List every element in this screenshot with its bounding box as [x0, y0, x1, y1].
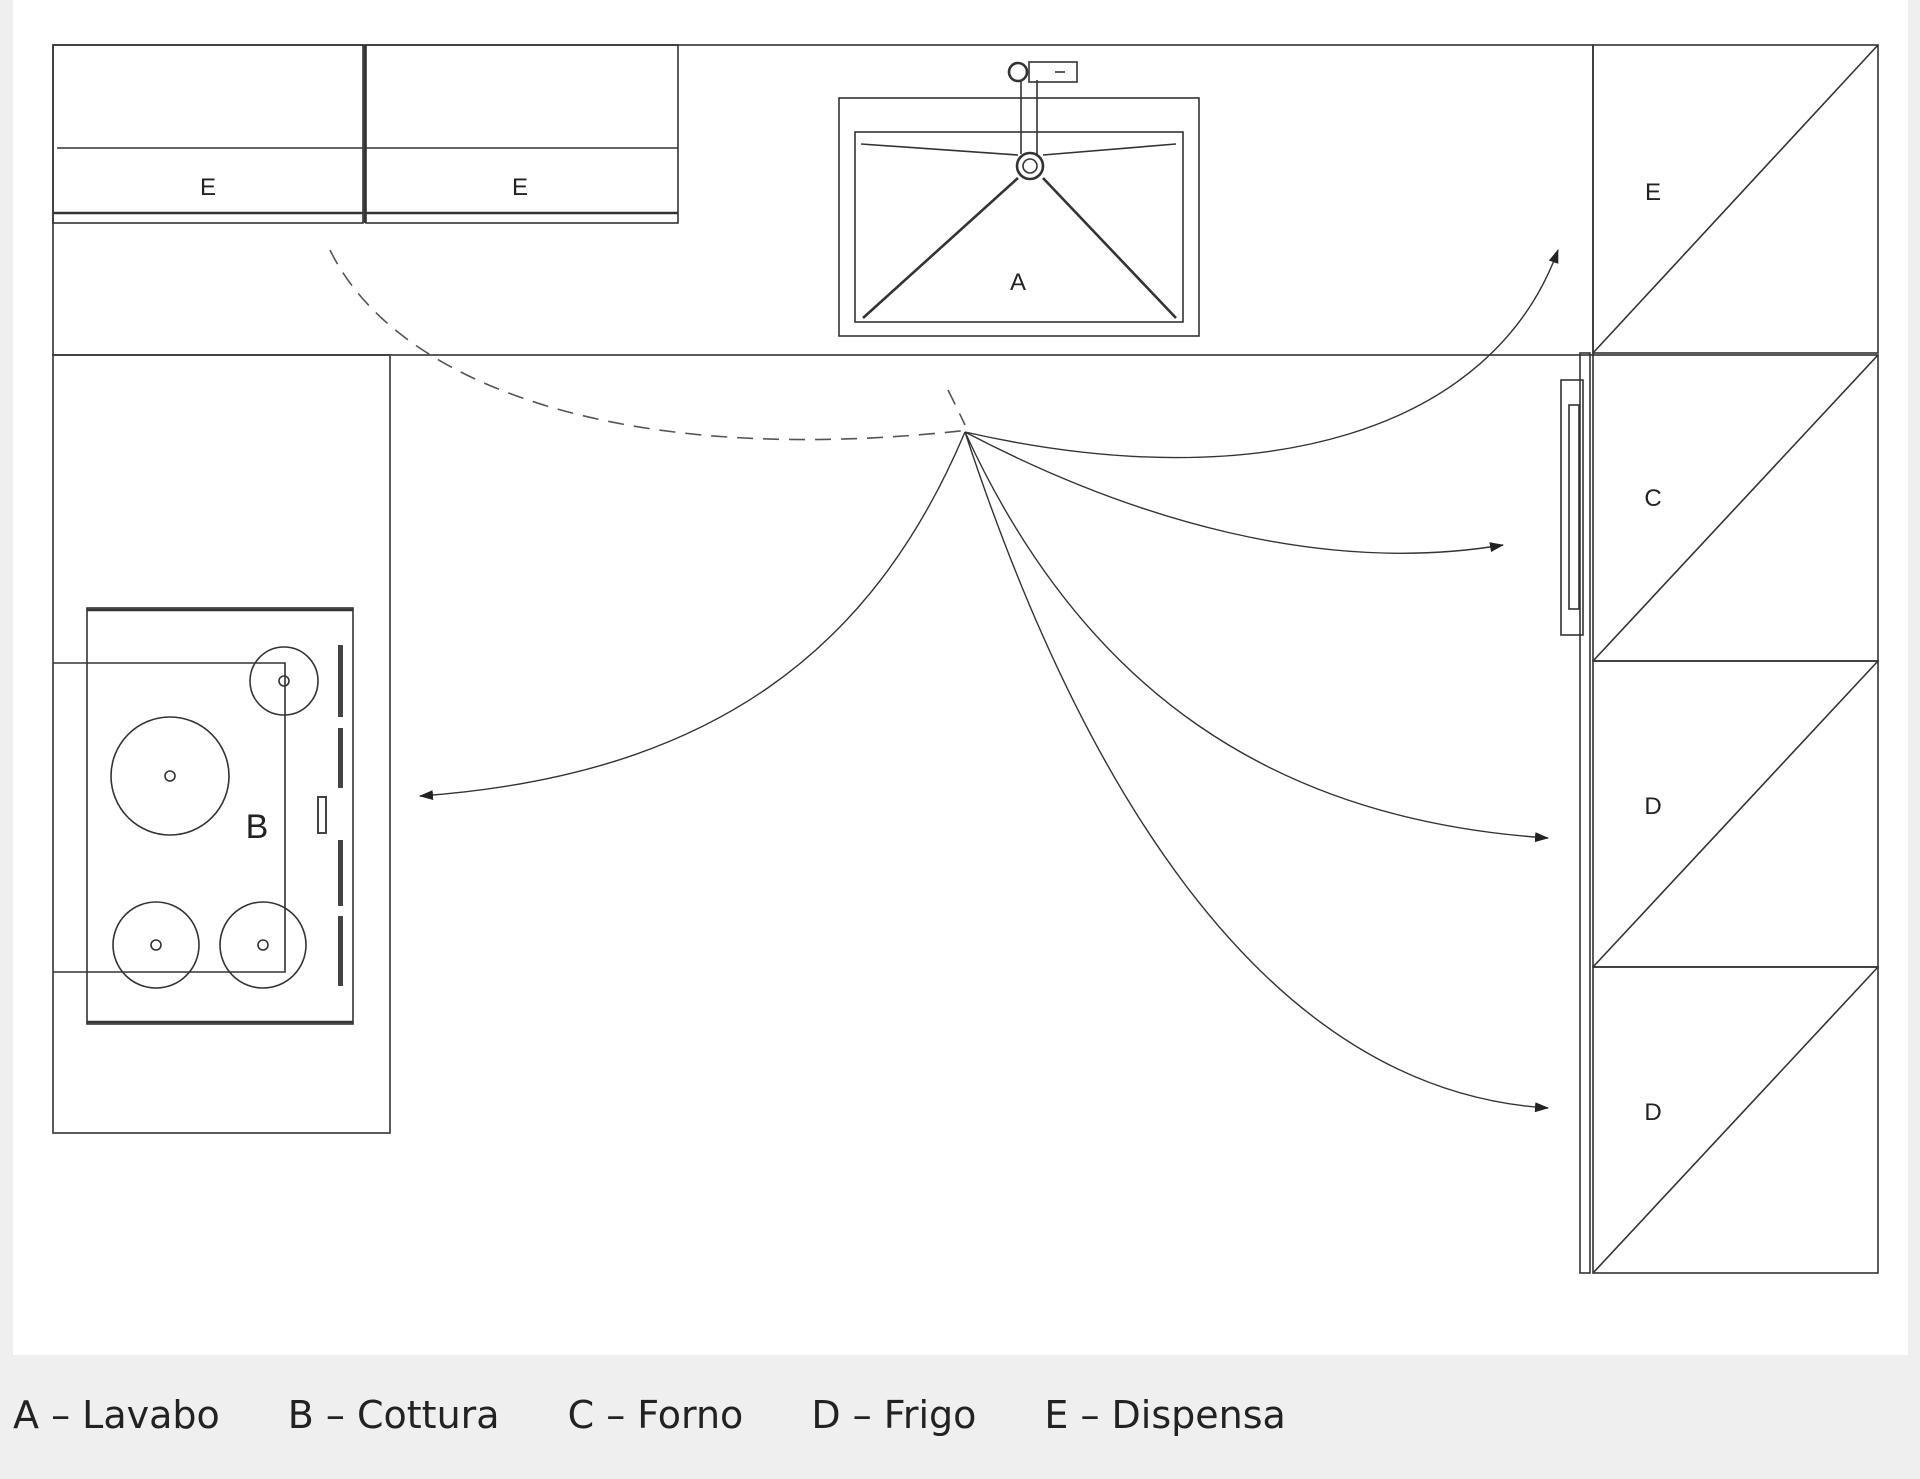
cooktop: B	[53, 607, 354, 1025]
burner-medium	[112, 901, 200, 989]
door-swing-arc	[947, 389, 966, 426]
control-knob	[338, 916, 343, 986]
top-counter	[52, 44, 1594, 356]
burner-large	[110, 716, 230, 836]
legend: A – Lavabo B – Cottura C – Forno D – Fri…	[13, 1390, 1354, 1440]
control-knob	[338, 840, 343, 906]
zone-label-pantry: E	[1645, 179, 1661, 206]
zone-label-sink: A	[1010, 269, 1026, 296]
door-swing-arc	[329, 249, 970, 441]
pantry-tall-right: E	[1592, 44, 1879, 354]
pantry-cabinet-top-mid: E	[365, 44, 679, 224]
zone-label-fridge: D	[1644, 1099, 1661, 1126]
kitchen-plan-panel: E E A	[13, 0, 1908, 1355]
legend-item-cooktop: B – Cottura	[287, 1393, 500, 1437]
zone-label-pantry: E	[512, 174, 528, 201]
legend-item-oven: C – Forno	[567, 1393, 744, 1437]
legend-item-pantry: E – Dispensa	[1044, 1393, 1286, 1437]
fridge-unit: D	[1592, 966, 1879, 1274]
fridge-unit: D	[1592, 660, 1879, 968]
left-counter	[52, 354, 391, 1134]
burner-small	[249, 646, 319, 716]
legend-item-fridge: D – Frigo	[811, 1393, 977, 1437]
faucet-icon	[1007, 61, 1029, 83]
arrow-to-fridge	[964, 431, 1549, 1113]
burner-medium	[219, 901, 307, 989]
arrow-to-pantry	[964, 249, 1559, 459]
right-column	[1560, 352, 1591, 1274]
zone-label-pantry: E	[200, 174, 216, 201]
control-knob	[338, 728, 343, 788]
arrow-to-fridge	[964, 431, 1549, 843]
workflow-arrows	[419, 249, 1559, 1113]
kitchen-floor-plan: E E A	[52, 44, 1879, 1274]
sink: A	[838, 61, 1200, 337]
control-knob	[317, 796, 327, 834]
oven-unit: C	[1592, 354, 1879, 662]
arrow-to-oven	[964, 431, 1504, 554]
control-knob	[338, 645, 343, 717]
zone-label-cooktop: B	[246, 808, 269, 846]
zone-label-fridge: D	[1644, 793, 1661, 820]
legend-item-sink: A – Lavabo	[13, 1393, 220, 1437]
arrow-to-cooktop	[419, 431, 966, 801]
zone-label-oven: C	[1644, 485, 1661, 512]
pantry-cabinet-top-left: E	[52, 44, 364, 224]
oven-handle	[1560, 379, 1584, 636]
